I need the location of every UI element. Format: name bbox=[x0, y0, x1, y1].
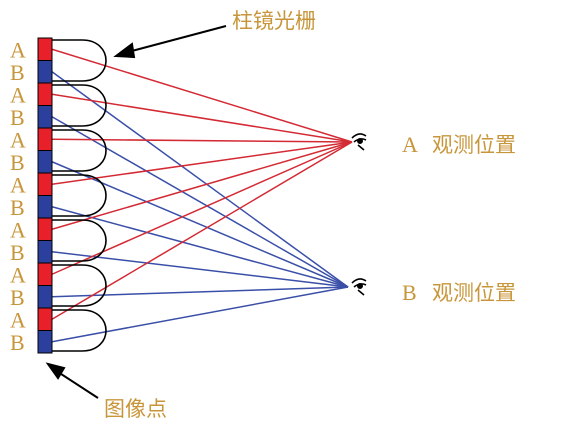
lens-array bbox=[52, 39, 107, 352]
pixel-b bbox=[37, 330, 53, 354]
pixel-a bbox=[37, 217, 53, 241]
pixel-a bbox=[37, 82, 53, 106]
view-a-letter: A bbox=[402, 132, 418, 157]
pixel-a bbox=[37, 262, 53, 286]
eye-icon bbox=[351, 133, 367, 151]
pixel-label: A bbox=[10, 38, 26, 63]
pixel-b bbox=[37, 150, 53, 174]
view-b-letter: B bbox=[402, 280, 417, 305]
ray-b bbox=[51, 251, 349, 288]
pixel-label: B bbox=[10, 240, 25, 265]
pixel-a bbox=[37, 127, 53, 151]
pixel-label: B bbox=[10, 195, 25, 220]
pixel-b bbox=[37, 105, 53, 129]
lens-bump bbox=[52, 84, 107, 127]
image-point-arrow bbox=[45, 362, 99, 399]
pixel-b bbox=[37, 195, 53, 219]
pixel-label: B bbox=[10, 150, 25, 175]
pixel-label: A bbox=[10, 83, 26, 108]
pixel-label: A bbox=[10, 128, 26, 153]
ray-b bbox=[51, 206, 349, 288]
pixel-a bbox=[37, 307, 53, 331]
lens-grating-label: 柱镜光栅 bbox=[232, 9, 316, 33]
lens-bump bbox=[52, 39, 107, 82]
lens-bump bbox=[52, 174, 107, 217]
ray-a bbox=[51, 141, 353, 275]
ray-a bbox=[51, 141, 353, 230]
pixel-label: A bbox=[10, 308, 26, 333]
pixel-label: B bbox=[10, 105, 25, 130]
ray-a bbox=[51, 48, 353, 143]
pixel-b bbox=[37, 285, 53, 309]
ray-b bbox=[51, 71, 349, 288]
ray-a bbox=[51, 141, 353, 320]
pixel-label: B bbox=[10, 330, 25, 355]
lens-bump bbox=[52, 219, 107, 262]
rays-group bbox=[51, 48, 353, 343]
view-a-label: 观测位置 bbox=[432, 133, 516, 157]
view-b-label: 观测位置 bbox=[432, 281, 516, 305]
image-point-label: 图像点 bbox=[104, 397, 167, 421]
pixel-a bbox=[37, 172, 53, 196]
ray-b bbox=[51, 116, 349, 288]
lens-bump bbox=[52, 309, 107, 352]
pixel-b bbox=[37, 60, 53, 84]
eye-icon bbox=[351, 278, 367, 296]
pixel-a bbox=[37, 37, 53, 61]
pixel-strip bbox=[37, 37, 53, 354]
ray-b bbox=[51, 286, 349, 298]
pixel-b bbox=[37, 240, 53, 264]
pixel-label: A bbox=[10, 218, 26, 243]
ray-a bbox=[51, 138, 353, 143]
pixel-label: B bbox=[10, 60, 25, 85]
ray-a bbox=[51, 93, 353, 143]
pixel-label: B bbox=[10, 285, 25, 310]
lens-bump bbox=[52, 264, 107, 307]
pixel-label: A bbox=[10, 263, 26, 288]
lens-bump bbox=[52, 129, 107, 172]
pixel-label: A bbox=[10, 173, 26, 198]
ray-b bbox=[51, 286, 349, 343]
ray-a bbox=[51, 141, 353, 185]
lens-grating-arrow bbox=[113, 25, 227, 59]
